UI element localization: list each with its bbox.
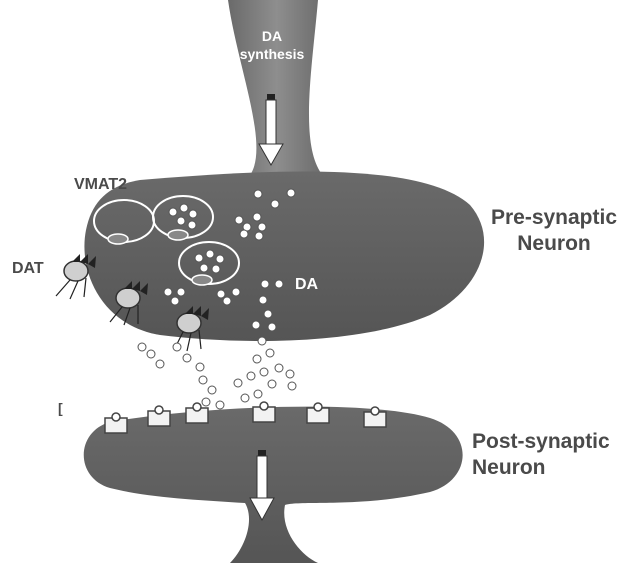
receptor-5 [307,403,329,423]
presynaptic-body [84,171,484,341]
stray-mark: [ [58,400,63,416]
label-da-synthesis-1: DA [262,28,282,44]
label-postsynaptic-2: Neuron [472,456,546,479]
label-presynaptic-2: Neuron [517,232,591,255]
label-vmat2: VMAT2 [74,176,127,193]
label-postsynaptic-1: Post-synaptic [472,430,610,453]
label-dat: DAT [12,260,44,277]
label-presynaptic-1: Pre-synaptic [491,206,617,229]
postsynaptic-neuron [84,407,463,563]
receptor-4 [253,402,275,422]
postsynaptic-body [84,407,463,563]
receptor-1 [105,413,127,433]
label-da: DA [295,276,319,293]
label-da-synthesis-2: synthesis [240,46,305,62]
receptor-2 [148,406,170,426]
